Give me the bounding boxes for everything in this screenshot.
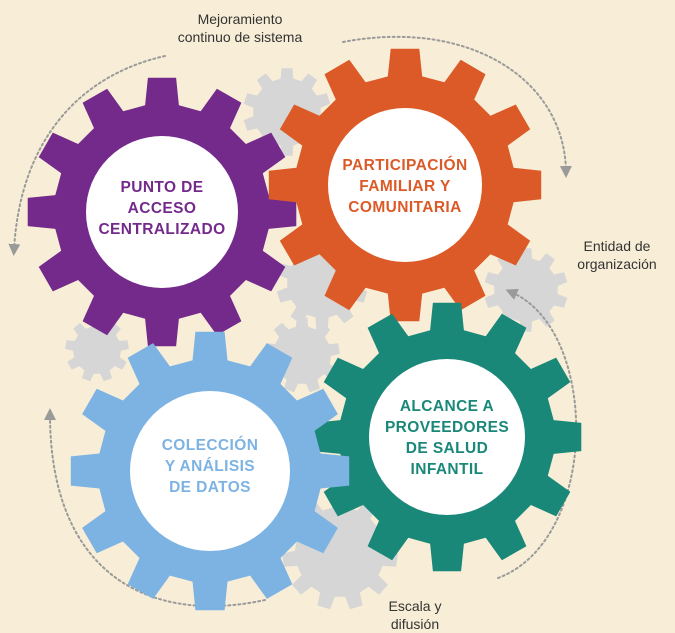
gear-label-punto: PUNTO DE ACCESO CENTRALIZADO	[98, 179, 226, 238]
gear-label-participacion: PARTICIPACIÓN FAMILIAR Y COMUNITARIA	[342, 157, 468, 216]
gear-participacion	[268, 48, 542, 322]
gear-label-alcance: ALCANCE A PROVEEDORES DE SALUD INFANTIL	[384, 398, 510, 478]
gear-alcance	[312, 302, 582, 572]
gear-hub-alcance	[369, 359, 525, 515]
background-gear	[65, 318, 129, 382]
arrow-top-right	[342, 35, 572, 178]
annotation-escala: Escala y difusión	[388, 598, 442, 632]
arrow-top-left	[8, 55, 166, 256]
gear-hub-coleccion	[130, 391, 290, 551]
background-gear	[484, 248, 568, 332]
gear-coleccion	[70, 331, 350, 611]
gear-hub-participacion	[328, 108, 482, 262]
gear-label-coleccion: COLECCIÓN Y ANÁLISIS DE DATOS	[161, 437, 259, 496]
annotation-mejoramiento: Mejoramiento continuo de sistema	[177, 11, 303, 45]
gear-hub-punto	[86, 136, 238, 288]
gear-punto	[27, 77, 297, 347]
annotation-entidad: Entidad de organización	[577, 238, 657, 272]
